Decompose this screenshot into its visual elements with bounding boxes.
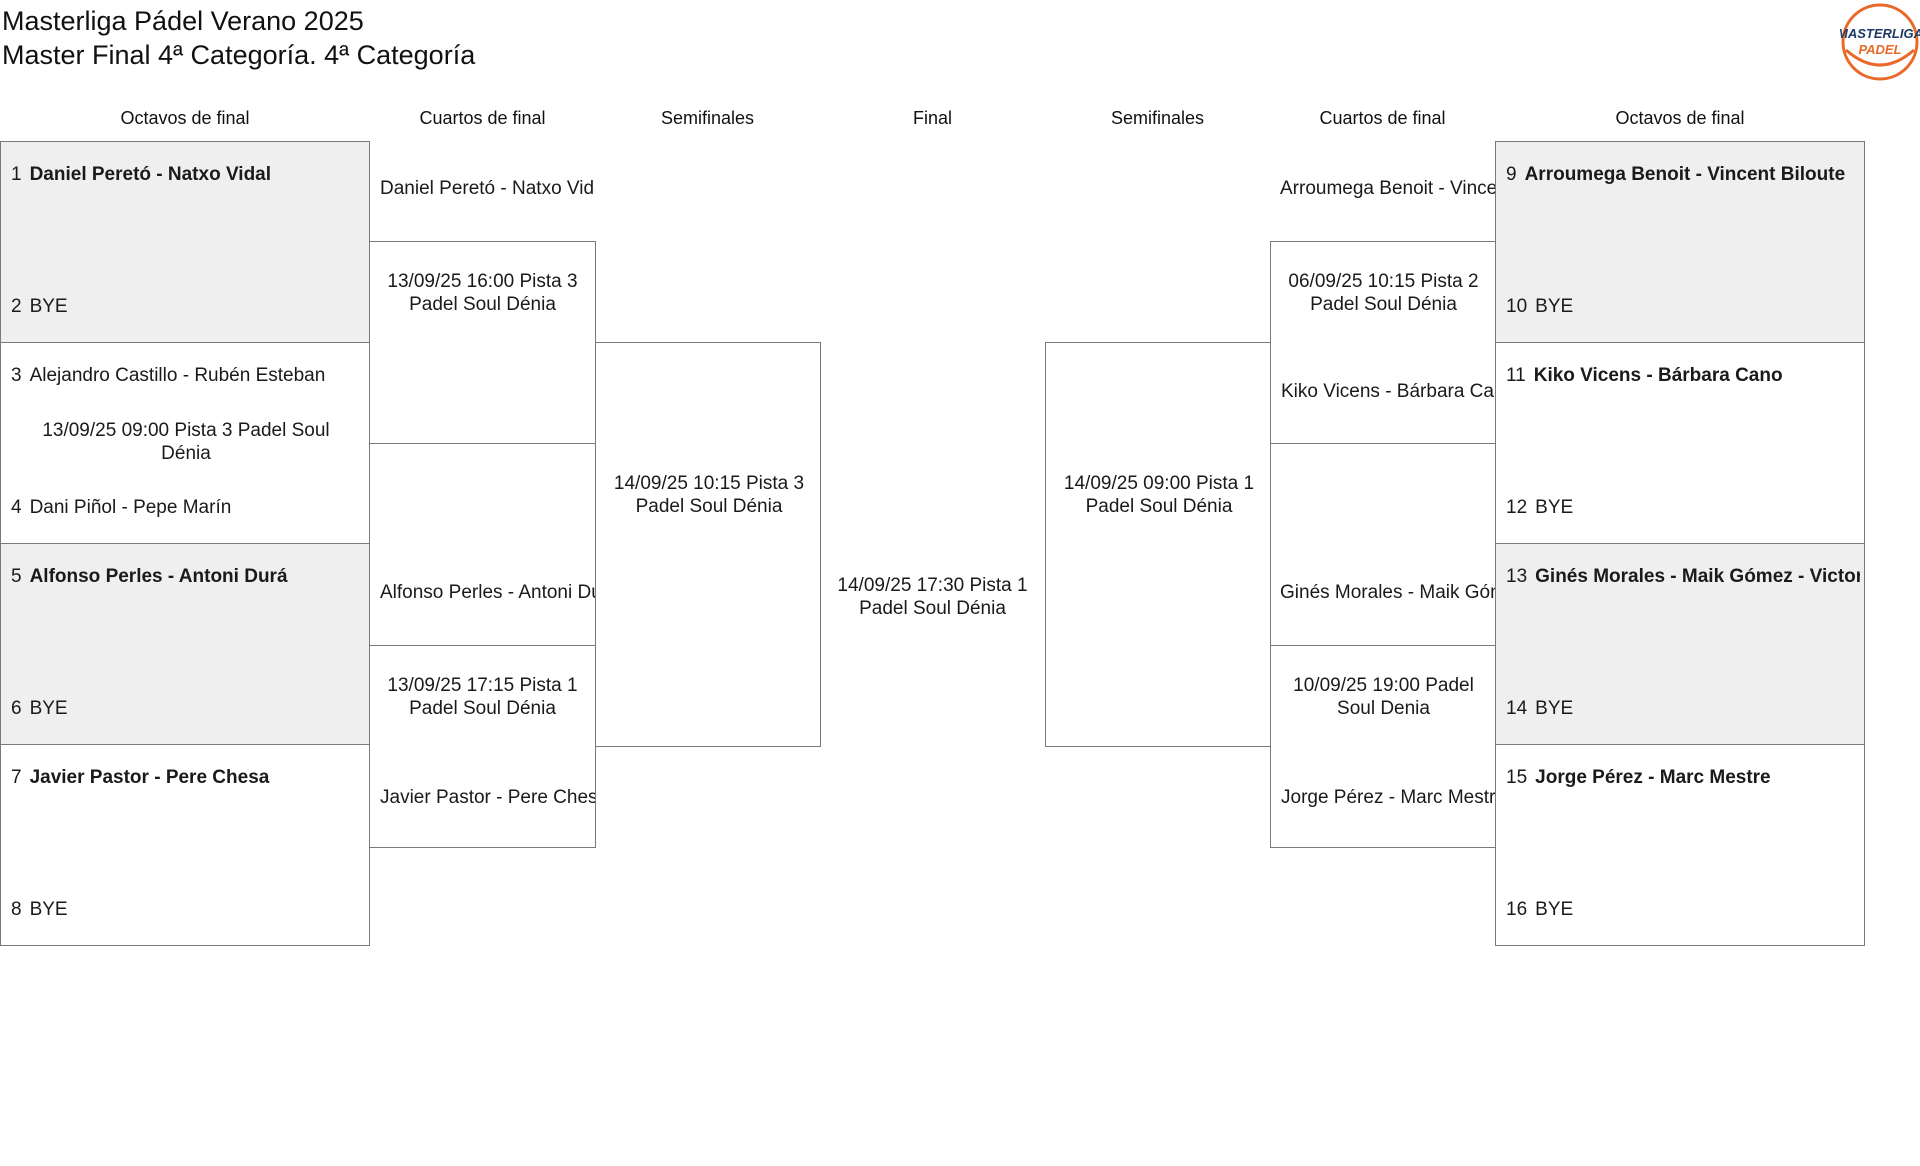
match-left-r16-3[interactable]: 5 Alfonso Perles - Antoni Durá 6 BYE bbox=[0, 543, 370, 745]
masterliga-logo: MASTERLIGA PADEL bbox=[1840, 3, 1920, 81]
team-entry: 13 Ginés Morales - Maik Gómez - Victor Gi… bbox=[1506, 566, 1860, 588]
match-left-semifinal[interactable]: 14/09/25 10:15 Pista 3 Padel Soul Dénia bbox=[595, 342, 821, 747]
team-entry: 10 BYE bbox=[1506, 296, 1860, 318]
seed-number: 13 bbox=[1506, 566, 1528, 587]
logo-text-bottom: PADEL bbox=[1858, 42, 1901, 57]
header-left-quarterfinals: Cuartos de final bbox=[419, 108, 546, 128]
team-name: Alfonso Perles - Antoni Durá bbox=[29, 566, 288, 587]
header-left-round-of-16: Octavos de final bbox=[120, 108, 250, 128]
qf-team-name: Alfonso Perles - Antoni Durá bbox=[380, 582, 595, 603]
team-entry: 14 BYE bbox=[1506, 698, 1860, 720]
team-entry: 16 BYE bbox=[1506, 899, 1860, 921]
team-entry: 1 Daniel Peretó - Natxo Vidal bbox=[11, 164, 365, 186]
match-schedule: 10/09/25 19:00 Padel Soul Denia bbox=[1293, 675, 1474, 719]
seed-number: 11 bbox=[1506, 365, 1526, 386]
header-right-quarterfinals: Cuartos de final bbox=[1319, 108, 1446, 128]
match-right-r16-2[interactable]: 11 Kiko Vicens - Bárbara Cano 12 BYE bbox=[1495, 342, 1865, 544]
header-right-round-of-16: Octavos de final bbox=[1615, 108, 1745, 128]
team-entry: 7 Javier Pastor - Pere Chesa bbox=[11, 767, 365, 789]
team-name: BYE bbox=[1535, 698, 1574, 719]
match-schedule: 13/09/25 09:00 Pista 3 Padel Soul Dénia bbox=[42, 420, 330, 464]
team-name: BYE bbox=[1535, 899, 1574, 920]
seed-number: 4 bbox=[11, 497, 22, 518]
seed-number: 15 bbox=[1506, 767, 1528, 788]
seed-number: 1 bbox=[11, 164, 22, 185]
team-name: Arroumega Benoit - Vincent Biloute bbox=[1524, 164, 1846, 185]
match-left-qf-2[interactable]: 13/09/25 17:15 Pista 1 Padel Soul Dénia … bbox=[369, 645, 596, 848]
seed-number: 8 bbox=[11, 899, 22, 920]
seed-number: 12 bbox=[1506, 497, 1528, 518]
qf-team-name: Kiko Vicens - Bárbara Cano bbox=[1281, 381, 1496, 402]
team-name: Kiko Vicens - Bárbara Cano bbox=[1533, 365, 1783, 386]
seed-number: 16 bbox=[1506, 899, 1528, 920]
final-schedule: 14/09/25 17:30 Pista 1 Padel Soul Dénia bbox=[837, 575, 1028, 619]
team-name: BYE bbox=[1535, 296, 1574, 317]
seed-number: 10 bbox=[1506, 296, 1528, 317]
match-right-r16-1[interactable]: 9 Arroumega Benoit - Vincent Biloute 10 BY… bbox=[1495, 141, 1865, 343]
match-right-qf-1[interactable]: 06/09/25 10:15 Pista 2 Padel Soul Dénia … bbox=[1270, 241, 1497, 444]
qf-team-name: Daniel Peretó - Natxo Vidal bbox=[380, 178, 595, 199]
team-entry: 6 BYE bbox=[11, 698, 365, 720]
team-entry: 8 BYE bbox=[11, 899, 365, 921]
team-name: BYE bbox=[29, 698, 68, 719]
match-schedule: 06/09/25 10:15 Pista 2 Padel Soul Dénia bbox=[1288, 271, 1479, 315]
qf-team-name: Arroumega Benoit - Vincent Biloute bbox=[1280, 178, 1495, 199]
tournament-title: Masterliga Pádel Verano 2025 bbox=[2, 6, 364, 36]
qf-team-name: Ginés Morales - Maik Gómez - Victor Gil bbox=[1280, 582, 1495, 603]
match-right-semifinal[interactable]: 14/09/25 09:00 Pista 1 Padel Soul Dénia bbox=[1045, 342, 1271, 747]
team-name: Daniel Peretó - Natxo Vidal bbox=[29, 164, 272, 185]
seed-number: 3 bbox=[11, 365, 22, 386]
team-entry: 15 Jorge Pérez - Marc Mestre bbox=[1506, 767, 1860, 789]
team-entry: 9 Arroumega Benoit - Vincent Biloute bbox=[1506, 164, 1860, 186]
match-schedule: 14/09/25 09:00 Pista 1 Padel Soul Dénia bbox=[1063, 473, 1255, 517]
team-name: Alejandro Castillo - Rubén Esteban bbox=[29, 365, 326, 386]
header-final: Final bbox=[912, 108, 952, 128]
seed-number: 6 bbox=[11, 698, 22, 719]
seed-number: 7 bbox=[11, 767, 22, 788]
team-entry: 2 BYE bbox=[11, 296, 365, 318]
seed-number: 9 bbox=[1506, 164, 1517, 185]
team-name: BYE bbox=[29, 899, 68, 920]
match-schedule: 13/09/25 16:00 Pista 3 Padel Soul Dénia bbox=[387, 271, 578, 315]
team-name: Ginés Morales - Maik Gómez - Victor Gil bbox=[1535, 566, 1860, 587]
header-left-semifinals: Semifinales bbox=[660, 108, 755, 128]
match-left-r16-1[interactable]: 1 Daniel Peretó - Natxo Vidal 2 BYE bbox=[0, 141, 370, 343]
match-left-qf-1[interactable]: 13/09/25 16:00 Pista 3 Padel Soul Dénia bbox=[369, 241, 596, 444]
match-left-r16-4[interactable]: 7 Javier Pastor - Pere Chesa 8 BYE bbox=[0, 744, 370, 946]
match-right-qf-2[interactable]: 10/09/25 19:00 Padel Soul Denia Jorge Pé… bbox=[1270, 645, 1497, 848]
team-name: BYE bbox=[29, 296, 68, 317]
match-right-r16-4[interactable]: 15 Jorge Pérez - Marc Mestre 16 BYE bbox=[1495, 744, 1865, 946]
category-title: Master Final 4ª Categoría. 4ª Categoría bbox=[2, 40, 476, 70]
team-entry: 3 Alejandro Castillo - Rubén Esteban bbox=[11, 365, 365, 387]
team-entry: 4 Dani Piñol - Pepe Marín bbox=[11, 497, 365, 519]
qf-team-name: Jorge Pérez - Marc Mestre bbox=[1281, 787, 1496, 808]
team-entry: 5 Alfonso Perles - Antoni Durá bbox=[11, 566, 365, 588]
logo-text-top: MASTERLIGA bbox=[1840, 26, 1920, 41]
match-left-r16-2[interactable]: 3 Alejandro Castillo - Rubén Esteban 13/0… bbox=[0, 342, 370, 544]
match-schedule: 14/09/25 10:15 Pista 3 Padel Soul Dénia bbox=[613, 473, 805, 517]
team-entry: 12 BYE bbox=[1506, 497, 1860, 519]
seed-number: 2 bbox=[11, 296, 22, 317]
team-name: Jorge Pérez - Marc Mestre bbox=[1535, 767, 1771, 788]
seed-number: 14 bbox=[1506, 698, 1528, 719]
match-right-r16-3[interactable]: 13 Ginés Morales - Maik Gómez - Victor Gi… bbox=[1495, 543, 1865, 745]
match-schedule: 13/09/25 17:15 Pista 1 Padel Soul Dénia bbox=[387, 675, 578, 719]
team-name: BYE bbox=[1535, 497, 1574, 518]
header-right-semifinals: Semifinales bbox=[1110, 108, 1205, 128]
team-name: Javier Pastor - Pere Chesa bbox=[29, 767, 270, 788]
qf-team-name: Javier Pastor - Pere Chesa bbox=[380, 787, 595, 808]
seed-number: 5 bbox=[11, 566, 22, 587]
team-name: Dani Piñol - Pepe Marín bbox=[29, 497, 232, 518]
team-entry: 11 Kiko Vicens - Bárbara Cano bbox=[1506, 365, 1860, 387]
